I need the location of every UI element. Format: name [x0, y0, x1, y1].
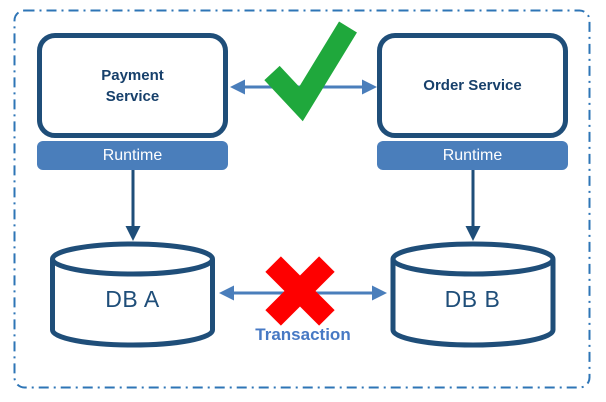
payment-service-box: Payment Service	[37, 33, 228, 138]
payment-runtime-label: Runtime	[102, 146, 163, 164]
payment-db-arrow	[125, 170, 141, 241]
db-b-label: DB B	[444, 286, 501, 312]
transaction-label: Transaction	[255, 325, 351, 344]
order-service-box: Order Service	[377, 33, 568, 138]
db-a-cylinder	[50, 241, 215, 348]
order-runtime-bar: Runtime	[377, 141, 568, 170]
db-a-label: DB A	[105, 286, 160, 312]
db-b-cylinder	[390, 241, 556, 348]
check-icon	[264, 21, 357, 122]
order-db-arrow	[465, 170, 481, 241]
dashed-boundary	[13, 9, 591, 389]
payment-runtime-bar: Runtime	[37, 141, 228, 170]
order-runtime-label: Runtime	[442, 146, 503, 164]
payment-service-label: Payment Service	[101, 66, 164, 105]
cross-icon	[265, 256, 335, 326]
order-service-label: Order Service	[423, 77, 522, 94]
